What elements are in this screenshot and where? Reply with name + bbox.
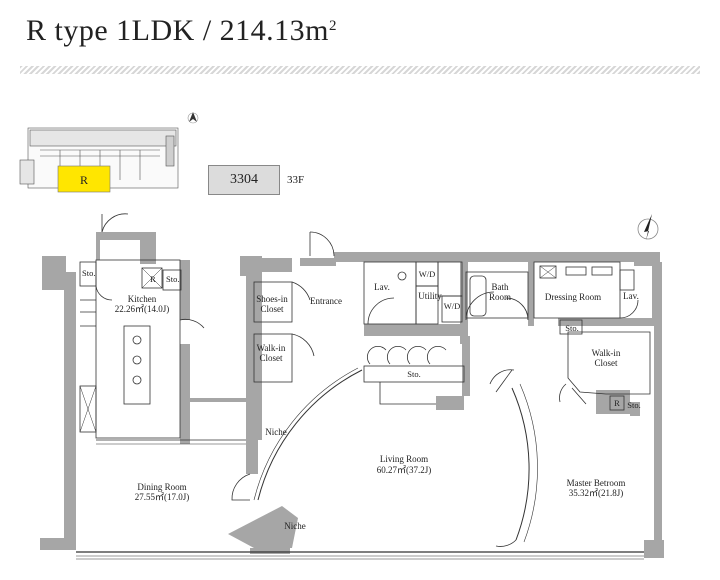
label-lav-2: Lav. — [623, 291, 639, 301]
label-dressing-room: Dressing Room — [545, 292, 601, 302]
label-utility: Utility — [418, 291, 442, 301]
label-walkin-right-closet: Closet — [594, 358, 618, 368]
label-master-area: 35.32㎡(21.8J) — [569, 488, 624, 498]
label-dining-area: 27.55㎡(17.0J) — [135, 492, 190, 502]
label-sto-living: Sto. — [407, 369, 420, 379]
label-shoes-in: Shoes-in — [256, 294, 288, 304]
label-sto-3: Sto. — [565, 323, 578, 333]
label-kitchen: Kitchen — [128, 294, 157, 304]
key-plan-highlight — [57, 165, 111, 193]
label-walkin-left-closet: Closet — [259, 353, 283, 363]
label-r-kitchen: R — [150, 274, 156, 284]
plan-lines — [76, 213, 651, 560]
walls — [40, 232, 664, 558]
label-bath-room: Room — [489, 292, 511, 302]
label-kitchen-area: 22.26㎡(14.0J) — [115, 304, 170, 314]
title-divider — [20, 66, 700, 74]
label-sto-2: Sto. — [166, 274, 179, 284]
label-sto-1: Sto. — [82, 268, 95, 278]
label-shoes-closet: Closet — [260, 304, 284, 314]
label-living-area: 60.27㎡(37.2J) — [377, 465, 432, 475]
room-labels: Sto. R Sto. Kitchen 22.26㎡(14.0J) Shoes-… — [82, 268, 641, 531]
unit-number-badge: 3304 — [208, 165, 280, 195]
north-arrow-icon — [637, 214, 659, 240]
label-walkin-left: Walk-in — [257, 343, 286, 353]
floor-label: 33F — [287, 174, 305, 186]
title-text: R type 1LDK / 214.13m — [26, 14, 329, 47]
label-niche-2: Niche — [284, 521, 306, 531]
label-dining-room: Dining Room — [137, 482, 186, 492]
label-master-bedroom: Master Betroom — [567, 478, 626, 488]
label-entrance: Entrance — [310, 296, 342, 306]
key-plan-unit-letter: R — [80, 173, 88, 187]
label-lav-1: Lav. — [374, 282, 390, 292]
page-title: R type 1LDK / 214.13m2 — [26, 14, 337, 48]
label-wd-1: W/D — [419, 269, 436, 279]
label-r-master: R — [614, 398, 620, 408]
label-wd-2: W/D — [444, 301, 461, 311]
label-bath: Bath — [492, 282, 509, 292]
title-sup: 2 — [329, 18, 337, 34]
label-niche-1: Niche — [265, 427, 287, 437]
label-living-room: Living Room — [380, 454, 428, 464]
label-walkin-right: Walk-in — [592, 348, 621, 358]
label-sto-4: Sto. — [627, 400, 640, 410]
north-arrow-small-icon — [187, 112, 199, 124]
